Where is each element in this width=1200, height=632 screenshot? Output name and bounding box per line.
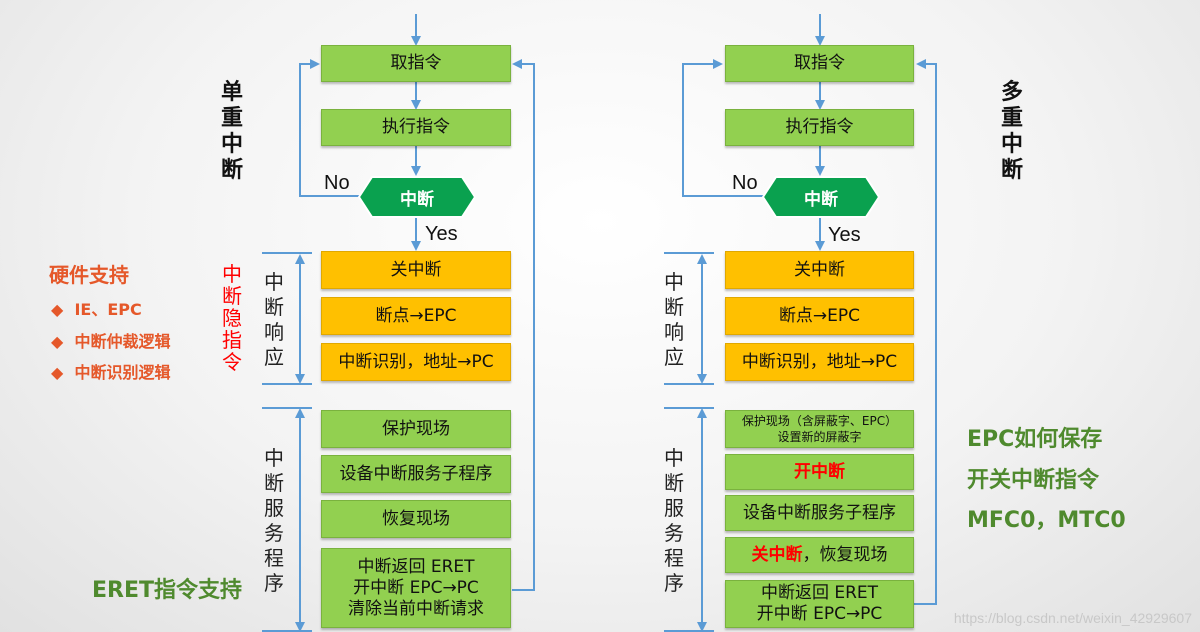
right-execute-label: 执行指令 <box>785 117 854 137</box>
hardware-item: ◆ 中断识别逻辑 <box>51 359 170 383</box>
left-protect-label: 保护现场 <box>382 418 450 439</box>
diamond-bullet-icon: ◆ <box>51 300 64 319</box>
left-identify-label: 中断识别，地址→PC <box>338 351 494 372</box>
left-execute-instruction: 执行指令 <box>321 109 511 146</box>
right-interrupt-label: 中断 <box>804 189 838 210</box>
left-title: 单 重 中 断 <box>221 80 244 183</box>
right-device-service-label: 设备中断服务子程序 <box>743 502 896 523</box>
watermark: https://blog.csdn.net/weixin_42929607 <box>953 610 1192 626</box>
hardware-support-title: 硬件支持 <box>49 263 129 287</box>
left-return-line2: 开中断 EPC→PC <box>353 577 479 598</box>
epc-note-2: 开关中断指令 <box>967 468 1100 493</box>
left-fetch-instruction: 取指令 <box>321 45 511 82</box>
left-response-label: 中 断 响 应 <box>264 270 284 369</box>
hardware-item-text: IE、EPC <box>74 300 142 319</box>
left-breakpoint-epc: 断点→EPC <box>321 297 511 335</box>
left-restore-context: 恢复现场 <box>321 500 511 538</box>
left-breakpoint-label: 断点→EPC <box>375 305 457 326</box>
right-breakpoint-label: 断点→EPC <box>778 305 861 326</box>
left-restore-label: 恢复现场 <box>382 508 450 529</box>
left-interrupt-return: 中断返回 ERET 开中断 EPC→PC 清除当前中断请求 <box>321 548 511 628</box>
epc-note-1: EPC如何保存 <box>967 427 1103 452</box>
right-close-int-label: 关中断 <box>794 259 845 280</box>
left-protect-context: 保护现场 <box>321 410 511 448</box>
epc-note-3: MFC0，MTC0 <box>967 508 1126 533</box>
left-service-label: 中 断 服 务 程 序 <box>264 446 284 595</box>
eret-support-note: ERET指令支持 <box>92 578 243 603</box>
right-yes-label: Yes <box>828 224 861 246</box>
right-return-line1: 中断返回 ERET <box>760 583 879 603</box>
right-protect-line1: 保护现场（含屏蔽字、EPC） <box>741 414 898 428</box>
right-interrupt-return: 中断返回 ERET 开中断 EPC→PC <box>725 580 914 628</box>
right-protect-line2: 设置新的屏蔽字 <box>777 430 862 444</box>
left-device-service-label: 设备中断服务子程序 <box>339 463 493 484</box>
right-open-interrupt: 开中断 <box>725 454 914 490</box>
right-restore-label: ，恢复现场 <box>802 544 888 565</box>
left-return-line3: 清除当前中断请求 <box>348 598 484 619</box>
right-close-int2-label: 关中断 <box>751 544 803 565</box>
left-hidden-instruction-label: 中 断 隐 指 令 <box>222 262 242 374</box>
hexagon-shape <box>358 176 476 218</box>
hardware-item: ◆ IE、EPC <box>51 296 142 320</box>
left-no-label: No <box>324 172 350 194</box>
right-service-label: 中 断 服 务 程 序 <box>664 446 684 595</box>
right-interrupt-decision: 中断 <box>762 176 880 218</box>
right-response-label: 中 断 响 应 <box>664 270 684 369</box>
right-open-int-label: 开中断 <box>794 461 845 482</box>
right-identify-interrupt: 中断识别，地址→PC <box>725 343 914 381</box>
right-identify-label: 中断识别，地址→PC <box>741 351 898 372</box>
hardware-item-text: 中断仲裁逻辑 <box>74 332 171 351</box>
left-return-line1: 中断返回 ERET <box>357 556 475 577</box>
right-breakpoint-epc: 断点→EPC <box>725 297 914 335</box>
hexagon-shape <box>762 176 880 218</box>
hardware-item: ◆ 中断仲裁逻辑 <box>51 328 170 352</box>
right-fetch-instruction: 取指令 <box>725 45 914 82</box>
right-fetch-label: 取指令 <box>794 53 845 73</box>
right-no-label: No <box>732 172 758 194</box>
left-yes-label: Yes <box>425 223 458 245</box>
left-identify-interrupt: 中断识别，地址→PC <box>321 343 511 381</box>
right-execute-instruction: 执行指令 <box>725 109 914 146</box>
left-fetch-label: 取指令 <box>390 53 442 73</box>
left-device-service: 设备中断服务子程序 <box>321 455 511 493</box>
right-title: 多 重 中 断 <box>1001 80 1024 183</box>
left-close-int-label: 关中断 <box>390 259 442 280</box>
left-interrupt-decision: 中断 <box>358 176 476 218</box>
right-protect-context: 保护现场（含屏蔽字、EPC） 设置新的屏蔽字 <box>725 410 914 448</box>
right-return-line2: 开中断 EPC→PC <box>756 604 883 624</box>
right-close-restore: 关中断，恢复现场 <box>725 537 914 573</box>
diamond-bullet-icon: ◆ <box>51 332 64 351</box>
right-device-service: 设备中断服务子程序 <box>725 495 914 531</box>
left-execute-label: 执行指令 <box>382 117 450 137</box>
left-close-interrupt: 关中断 <box>321 251 511 289</box>
right-close-interrupt: 关中断 <box>725 251 914 289</box>
diamond-bullet-icon: ◆ <box>51 363 64 382</box>
hardware-item-text: 中断识别逻辑 <box>74 363 171 382</box>
left-interrupt-label: 中断 <box>400 189 434 210</box>
